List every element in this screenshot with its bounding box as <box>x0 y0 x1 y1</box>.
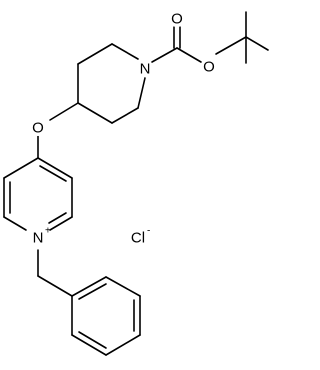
carbonyl-oxygen-label: O <box>171 11 183 28</box>
bond-ph-c2-c3 <box>105 276 141 297</box>
bond-c5-c6 <box>111 107 139 124</box>
bond-pyr-c5-c4 <box>3 157 39 179</box>
chloride-charge-label: - <box>147 226 150 237</box>
chloride-label: Cl <box>131 230 145 247</box>
bond-pyr-inner-c4-c3 <box>39 165 67 182</box>
bond-c2-c3 <box>77 43 113 65</box>
bond-n-c2 <box>111 43 139 60</box>
pyridinium-charge-label: + <box>45 226 51 237</box>
atom-labels: O O N O N + Cl - <box>29 11 217 247</box>
tert-butyl-group <box>215 11 269 64</box>
boc-carbamate-group <box>151 26 202 63</box>
bond-c6-n <box>137 77 146 109</box>
bond-pyr-c4-c3 <box>37 157 73 179</box>
benzene-ring <box>71 276 141 356</box>
bond-benzylic-carbon-ring <box>37 275 73 297</box>
piperidine-ring <box>77 43 146 124</box>
ether-oxygen-label: O <box>32 120 44 137</box>
pyridinium-nitrogen-label: N <box>33 230 44 247</box>
bond-ph-c1-c2 <box>71 276 107 297</box>
bond-ester-oxygen-carbonyl-carbon <box>176 47 202 63</box>
bond-carbonyl-carbon-nitrogen <box>151 47 178 63</box>
pyridinium-ring <box>3 157 73 231</box>
bond-ph-inner-c5-c6 <box>78 331 107 349</box>
chemical-structure-diagram: O O N O N + Cl - <box>3 11 269 356</box>
bond-pyr-n-c6 <box>3 216 27 231</box>
bond-pyr-c2-n <box>49 216 73 231</box>
bond-pyr-inner-c2-n <box>48 212 67 224</box>
bond-quaternary-carbon-ester-oxygen <box>215 36 247 55</box>
bond-c4-c5 <box>77 102 113 124</box>
ether-linkage <box>37 102 79 159</box>
bond-ph-c4-c5 <box>105 334 141 356</box>
bond-c4-ether-oxygen <box>49 102 79 121</box>
benzyl-group <box>37 249 73 297</box>
bond-quaternary-carbon-methyl-right <box>245 36 269 51</box>
piperidine-nitrogen-label: N <box>140 61 151 78</box>
ester-oxygen-label: O <box>203 59 215 76</box>
bond-ph-c5-c6 <box>71 334 107 356</box>
bond-ph-inner-c1-c2 <box>78 283 107 300</box>
